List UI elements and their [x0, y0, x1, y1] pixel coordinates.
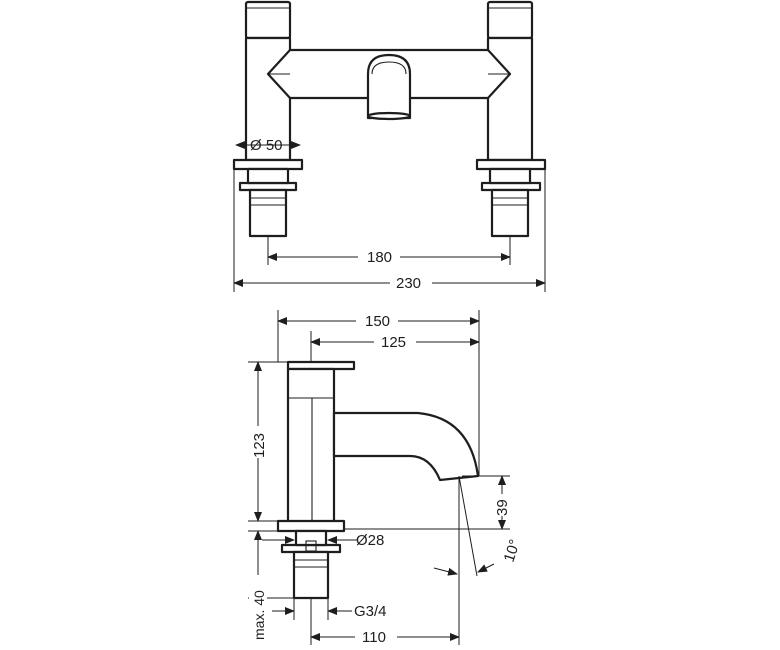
dim-spout-offset: 110	[362, 629, 386, 646]
dim-thread: G3/4	[354, 603, 387, 620]
left-pillar	[232, 0, 304, 238]
dim-max-deck-thickness: max. 40	[251, 590, 267, 640]
front-view: Ø 50 180 230	[232, 0, 547, 292]
side-base	[276, 519, 346, 533]
dim-center-distance: 180	[367, 249, 392, 266]
right-pillar	[475, 0, 547, 238]
dim-height: 123	[251, 433, 268, 458]
dim-projection: 150	[365, 313, 390, 330]
dim-overall-width: 230	[396, 275, 421, 292]
spout-front	[366, 53, 412, 121]
spout-side	[332, 411, 480, 482]
dim-spout-reach: 125	[381, 334, 406, 351]
side-view: 150 125 123 39 10° Ø28 max. 40	[248, 310, 524, 646]
dim-base-diameter: Ø 50	[250, 137, 283, 154]
dim-spout-clearance: 39	[494, 499, 511, 516]
side-body	[286, 367, 336, 525]
dim-spout-angle: 10°	[501, 537, 524, 564]
dim-shank-diameter: Ø28	[356, 532, 384, 549]
